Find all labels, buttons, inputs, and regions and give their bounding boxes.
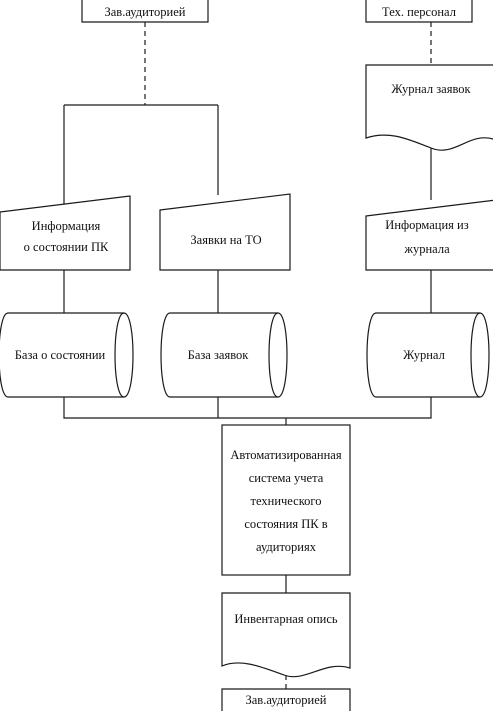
process-line-2: система учета (249, 471, 324, 485)
process-line-5: аудиториях (256, 540, 317, 554)
actor-tech-staff-label: Тех. персонал (382, 5, 456, 19)
actor-zav-top-label: Зав.аудиторией (105, 5, 186, 19)
storage-journal-label: Журнал (403, 348, 445, 362)
process-system: Автоматизированная система учета техниче… (221, 424, 351, 576)
input-journal-info: Информация из журнала (365, 199, 493, 271)
actor-zav-bottom-label: Зав.аудиторией (246, 693, 327, 707)
storage-state-db-label: База о состоянии (15, 348, 106, 362)
storage-state-db: База о состоянии (0, 312, 134, 398)
input-journal-info-line-2: журнала (403, 242, 450, 256)
storage-requests-db: База заявок (160, 312, 288, 398)
actor-tech-staff: Тех. персонал (365, 0, 473, 23)
document-inventory-label: Инвентарная опись (234, 612, 337, 626)
actor-zav-top: Зав.аудиторией (81, 0, 209, 23)
input-pc-info-line-1: Информация (32, 219, 101, 233)
merge-lines (63, 397, 432, 425)
process-line-4: состояния ПК в (244, 517, 327, 531)
process-line-3: технического (251, 494, 322, 508)
actor-zav-bottom: Зав.аудиторией (221, 688, 351, 711)
branch-line-zav (63, 104, 219, 205)
input-pc-info-line-2: о состоянии ПК (24, 240, 109, 254)
storage-journal: Журнал (366, 312, 490, 398)
input-pc-info: Информация о состоянии ПК (0, 195, 131, 271)
input-to-requests: Заявки на ТО (159, 193, 291, 271)
document-journal-requests: Журнал заявок (365, 64, 493, 151)
input-to-requests-label: Заявки на ТО (190, 233, 261, 247)
process-line-1: Автоматизированная (230, 448, 341, 462)
document-inventory: Инвентарная опись (221, 592, 351, 678)
input-journal-info-line-1: Информация из (385, 218, 468, 232)
document-journal-requests-label: Журнал заявок (391, 82, 471, 96)
storage-requests-db-label: База заявок (188, 348, 250, 362)
